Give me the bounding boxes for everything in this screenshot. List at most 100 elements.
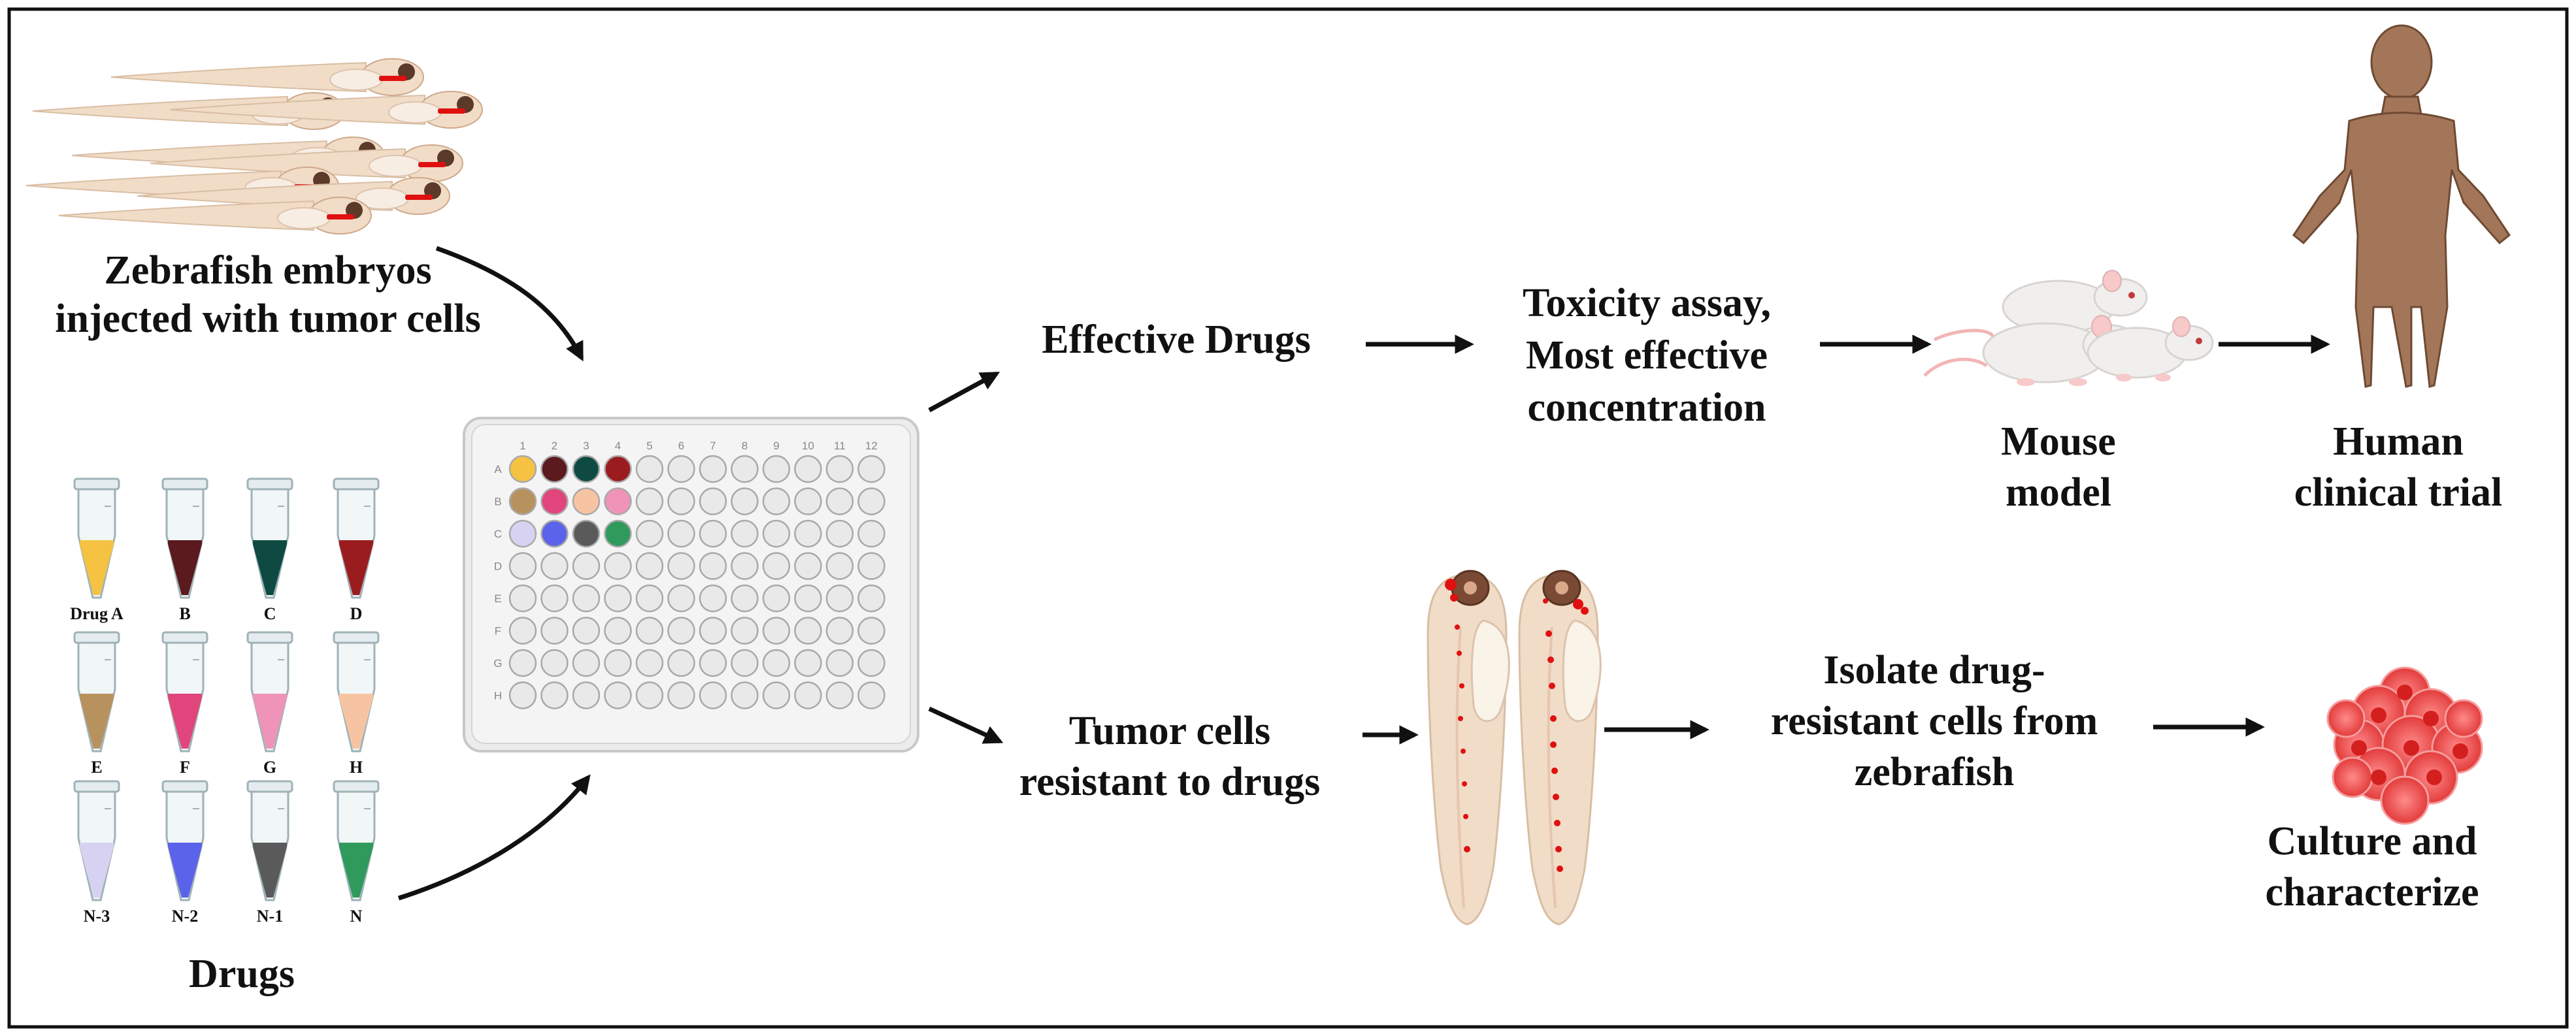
tube-label: B — [179, 604, 191, 623]
plate-well — [794, 649, 822, 677]
human-icon — [2292, 24, 2511, 388]
plate-well — [572, 617, 601, 645]
tumor-nucleus — [2426, 769, 2442, 785]
plate-well — [699, 519, 727, 548]
drug-tube-icon — [161, 478, 208, 599]
zebrafish-larva-left-icon — [1427, 570, 1510, 926]
plate-row-label: H — [494, 690, 502, 702]
plate-well — [540, 519, 569, 548]
plate-well — [699, 649, 727, 677]
plate-well — [635, 487, 664, 515]
isolate-line2: resistant cells from — [1770, 699, 2098, 743]
plate-well — [857, 455, 885, 483]
tumor-nucleus — [2397, 685, 2413, 700]
plate-column-label: 9 — [773, 440, 779, 452]
plate-row-label: A — [494, 463, 502, 476]
figure-border — [7, 7, 2569, 1029]
plate-well — [604, 455, 632, 483]
plate-well — [540, 552, 569, 580]
plate-well — [731, 584, 759, 613]
resistant-line1: Tumor cells — [1068, 709, 1271, 753]
plate-well — [794, 519, 822, 548]
resistant-line2: resistant to drugs — [1019, 760, 1321, 804]
culture-line2: characterize — [2265, 870, 2479, 915]
plate-well — [731, 487, 759, 515]
toxicity-line3: concentration — [1527, 385, 1766, 430]
tube-label: F — [180, 758, 190, 777]
plate-well — [572, 519, 601, 548]
tumor-nucleus — [2403, 740, 2419, 756]
zebrafish-embryo-group-icon — [25, 58, 483, 235]
mouse-icon — [1923, 270, 2214, 386]
plate-well — [857, 487, 885, 515]
drug-tube-icon — [161, 631, 208, 753]
plate-well — [604, 519, 632, 548]
plate-well — [667, 617, 695, 645]
plate-well — [604, 552, 632, 580]
plate-well — [635, 649, 664, 677]
plate-well — [604, 649, 632, 677]
drug-tubes-group — [73, 478, 380, 901]
plate-well — [762, 617, 791, 645]
plate-column-label: 10 — [802, 440, 814, 452]
plate-well — [508, 552, 537, 580]
drugs-caption: Drugs — [189, 952, 295, 996]
tumor-cell — [2444, 699, 2483, 738]
plate-well — [731, 617, 759, 645]
zebrafish-embryo-icon — [110, 58, 424, 96]
plate-well — [825, 455, 854, 483]
plate-well — [825, 584, 854, 613]
plate-well — [540, 487, 569, 515]
toxicity-line2: Most effective — [1525, 333, 1768, 378]
plate-well — [635, 617, 664, 645]
plate-well — [635, 519, 664, 548]
plate-well — [825, 552, 854, 580]
plate-well — [731, 519, 759, 548]
plate-column-label: 1 — [520, 440, 525, 452]
plate-well — [667, 649, 695, 677]
plate-well — [604, 617, 632, 645]
isolate-line3: zebrafish — [1854, 750, 2015, 794]
plate-well — [604, 487, 632, 515]
plate-well — [604, 681, 632, 709]
drug-tube-icon — [73, 631, 120, 753]
plate-row-label: B — [494, 496, 501, 508]
mouse-model-line1: Mouse — [2001, 419, 2116, 464]
drug-tube-icon — [246, 631, 293, 753]
plate-well — [572, 455, 601, 483]
plate-well — [699, 487, 727, 515]
plate-well — [635, 552, 664, 580]
arrow-plate-to-resistant — [928, 706, 1004, 744]
plate-well — [699, 617, 727, 645]
plate-well — [794, 584, 822, 613]
plate-well — [508, 519, 537, 548]
plate-well — [794, 552, 822, 580]
tumor-nucleus — [2452, 743, 2468, 759]
effective-drugs-label: Effective Drugs — [1042, 317, 1311, 362]
plate-well — [667, 584, 695, 613]
plate-well — [794, 681, 822, 709]
plate-well — [572, 681, 601, 709]
zebrafish-embryo-icon — [169, 91, 483, 129]
plate-column-label: 8 — [742, 440, 748, 452]
plate-well — [794, 487, 822, 515]
drug-tube-icon — [333, 780, 380, 901]
drug-tube-icon — [73, 478, 120, 599]
plate-well — [540, 584, 569, 613]
human-trial-line1: Human — [2333, 419, 2464, 464]
arrow-plate-to-effective — [928, 371, 1000, 413]
plate-well — [731, 455, 759, 483]
plate-well — [731, 681, 759, 709]
plate-well — [857, 649, 885, 677]
plate-well — [540, 649, 569, 677]
plate-well — [731, 552, 759, 580]
plate-well — [762, 649, 791, 677]
arrow-drugs-to-plate — [397, 774, 591, 901]
plate-row-label: D — [494, 560, 502, 573]
mouse-model-line2: model — [2006, 470, 2111, 515]
tube-label: H — [349, 758, 363, 777]
zebrafish-caption-line1: Zebrafish embryos — [104, 248, 432, 293]
plate-well — [857, 552, 885, 580]
drug-tube-icon — [246, 780, 293, 901]
